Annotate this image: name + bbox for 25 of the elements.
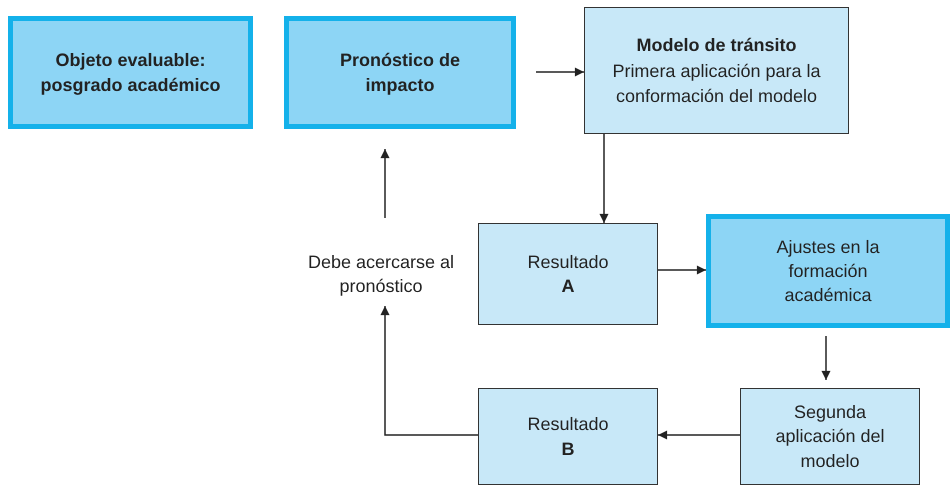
arrow (658, 430, 740, 440)
arrow (380, 306, 478, 436)
box-heading: B (562, 438, 574, 460)
process-box (584, 7, 849, 134)
process-box (706, 214, 950, 328)
process-box (740, 388, 920, 485)
process-box (8, 16, 253, 129)
box-heading: Pronóstico de impacto (340, 49, 460, 97)
box-heading: Modelo de tránsito (636, 34, 796, 58)
box-text: Ajustes en la formación académica (775, 236, 881, 308)
arrow (658, 265, 706, 275)
box-text: Segunda aplicación del modelo (774, 401, 886, 473)
edge-note: Debe acercarse al pronóstico (306, 250, 456, 298)
process-box (284, 16, 516, 129)
process-box (478, 223, 658, 325)
arrow (821, 336, 831, 380)
arrow (380, 149, 390, 218)
box-heading: A (562, 275, 574, 298)
arrow (599, 134, 609, 223)
box-text: Resultado (527, 250, 609, 274)
arrow (536, 67, 584, 77)
box-heading: Objeto evaluable: posgrado académico (39, 49, 222, 97)
process-box (478, 388, 658, 485)
box-text: Resultado (527, 413, 609, 436)
box-text: Primera aplicación para la conformación del modelo (611, 60, 822, 108)
